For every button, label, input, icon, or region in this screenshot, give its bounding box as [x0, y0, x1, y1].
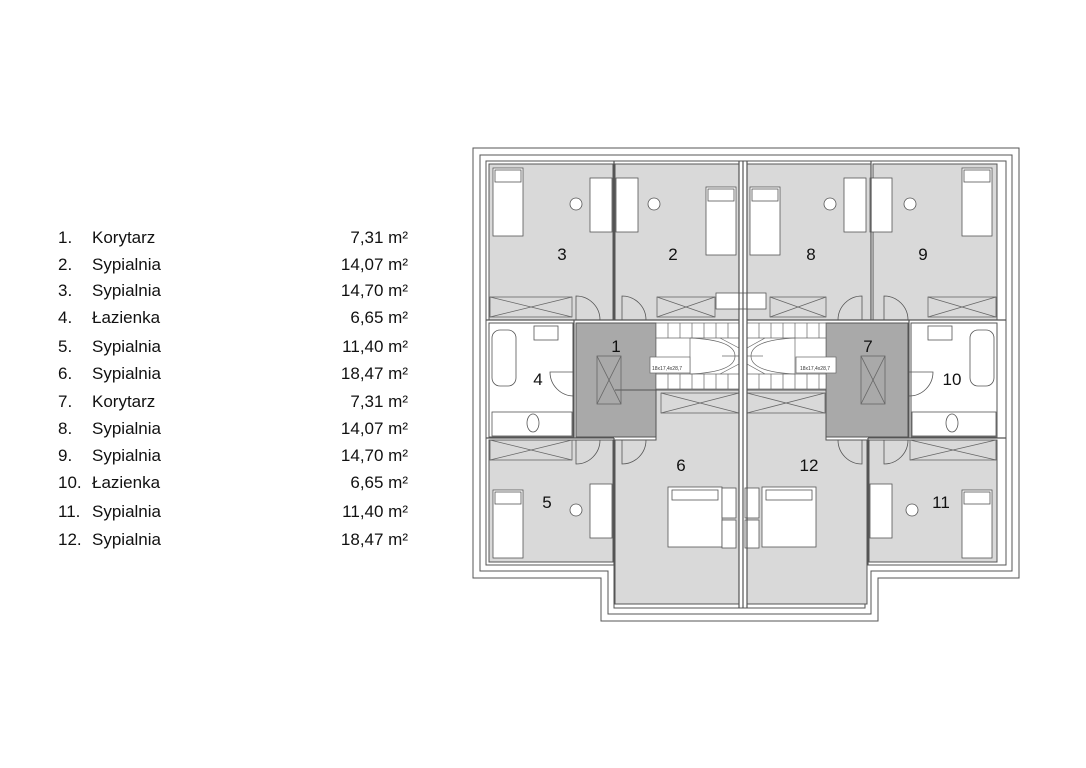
door-swings	[549, 295, 934, 465]
legend-room-number: 4.	[58, 308, 73, 327]
legend-room-area: 11,40 m²	[342, 502, 408, 521]
legend-room-name: Sypialnia	[92, 337, 161, 356]
legend-room-name: Sypialnia	[92, 502, 161, 521]
legend-room-area: 14,07 m²	[340, 419, 408, 438]
outer-walls	[472, 147, 1020, 622]
legend-room-number: 9.	[58, 446, 73, 465]
legend-room-number: 7.	[58, 392, 73, 411]
legend-room-number: 2.	[58, 255, 73, 274]
legend-room-number: 5.	[58, 337, 73, 356]
staircase-left	[649, 322, 740, 390]
legend-room-area: 18,47 m²	[340, 530, 408, 549]
staircase-right	[746, 322, 837, 390]
room-7	[825, 322, 909, 438]
legend-room-area: 7,31 m²	[350, 392, 408, 411]
wardrobes	[489, 296, 997, 461]
legend-room-area: 14,70 m²	[340, 446, 408, 465]
room-label-6: 6	[676, 456, 685, 475]
room-label-3: 3	[557, 245, 566, 264]
legend-room-name: Sypialnia	[92, 255, 161, 274]
legend-room-area: 6,65 m²	[350, 308, 408, 327]
legend-room-name: Korytarz	[92, 228, 156, 247]
room-1	[575, 322, 657, 438]
legend-room-number: 1.	[58, 228, 73, 247]
room-label-9: 9	[918, 245, 927, 264]
room-label-2: 2	[668, 245, 677, 264]
room-label-10: 10	[943, 370, 962, 389]
legend-room-area: 6,65 m²	[350, 473, 408, 492]
legend-room-area: 14,70 m²	[340, 281, 408, 300]
room-label-8: 8	[806, 245, 815, 264]
legend-room-number: 6.	[58, 364, 73, 383]
legend-room-number: 12.	[58, 530, 82, 549]
legend-room-area: 14,07 m²	[340, 255, 408, 274]
legend-room-name: Sypialnia	[92, 364, 161, 383]
room-label-11: 11	[932, 493, 950, 512]
room-label-1: 1	[611, 337, 620, 356]
legend-room-name: Łazienka	[92, 473, 161, 492]
room-label-5: 5	[542, 493, 551, 512]
legend-room-name: Sypialnia	[92, 530, 161, 549]
legend-room-number: 3.	[58, 281, 73, 300]
room-label-7: 7	[863, 337, 872, 356]
interior-walls	[486, 161, 1006, 608]
stair-label-right: 18x17,4x28,7	[800, 366, 830, 372]
legend-room-area: 18,47 m²	[340, 364, 408, 383]
room-label-12: 12	[800, 456, 819, 475]
legend-room-name: Łazienka	[92, 308, 161, 327]
legend-room-number: 11.	[58, 502, 81, 521]
legend-room-name: Sypialnia	[92, 446, 161, 465]
legend-room-name: Korytarz	[92, 392, 156, 411]
legend-room-name: Sypialnia	[92, 419, 161, 438]
desks-and-chairs	[569, 177, 919, 539]
legend-room-area: 11,40 m²	[342, 337, 408, 356]
legend-room-name: Sypialnia	[92, 281, 161, 300]
legend-room-number: 10.	[58, 473, 82, 492]
stair-label-left: 18x17,4x28,7	[652, 366, 682, 372]
bathroom-fixtures	[491, 292, 997, 437]
room-label-4: 4	[533, 370, 542, 389]
legend-room-area: 7,31 m²	[350, 228, 408, 247]
beds	[492, 167, 993, 559]
legend-room-number: 8.	[58, 419, 73, 438]
